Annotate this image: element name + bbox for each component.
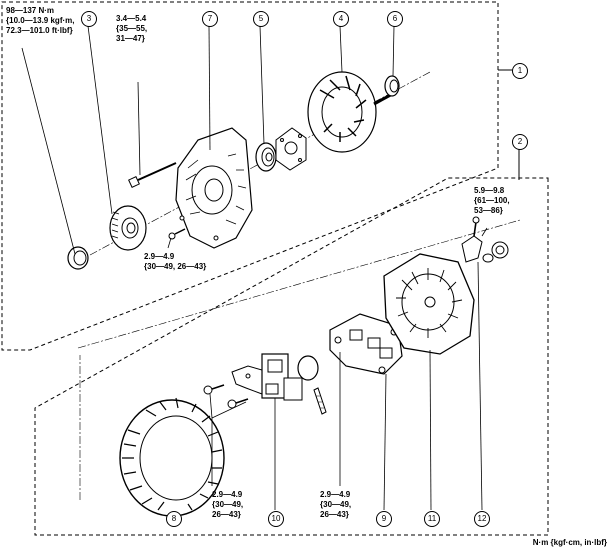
callout-3: 3 [81,11,97,27]
callout-11: 11 [424,511,440,527]
torque-through-bolt: 3.4—5.4 {35—55, 31—47} [116,14,148,43]
callout-7: 7 [202,11,218,27]
torque-rectifier-screws: 2.9—4.9 {30—49, 26—43} [320,490,352,519]
brush [313,387,327,415]
front-housing [175,127,253,249]
torque-pulley-nut: 98—137 N·m {10.0—13.9 kgf·m, 72.3—101.0 … [6,6,75,35]
brush-holder [261,353,303,401]
rear-bearing [384,75,400,97]
torque-terminal-nut: 5.9—9.8 {61—100, 53—86} [474,186,510,215]
rotor [307,71,397,153]
callout-4: 4 [333,11,349,27]
units-legend: N·m {kgf·cm, in·lbf} [532,538,607,547]
torque-front-screw: 2.9—4.9 {30—49, 26—43} [144,252,207,271]
front-screw [168,228,186,240]
pulley-nut [67,246,89,270]
group-2-boundary [34,177,549,536]
bearing-retainer [275,127,307,171]
callout-6: 6 [387,11,403,27]
callout-2: 2 [512,134,528,150]
front-bearing [255,142,277,172]
callout-8: 8 [166,511,182,527]
torque-bracket-screws: 2.9—4.9 {30—49, 26—43} [212,490,244,519]
seal-ring [297,355,319,381]
pulley [109,205,147,251]
callout-10: 10 [268,511,284,527]
bracket-screws [203,384,249,409]
callout-12: 12 [474,511,490,527]
group-1-boundary [1,1,499,351]
rectifier [329,313,403,375]
callout-1: 1 [512,63,528,79]
through-bolt [128,162,177,188]
callout-5: 5 [253,11,269,27]
b-terminal [461,216,509,263]
callout-9: 9 [376,511,392,527]
rear-housing [383,253,475,355]
stator [119,397,225,517]
leader-lines [21,25,488,519]
